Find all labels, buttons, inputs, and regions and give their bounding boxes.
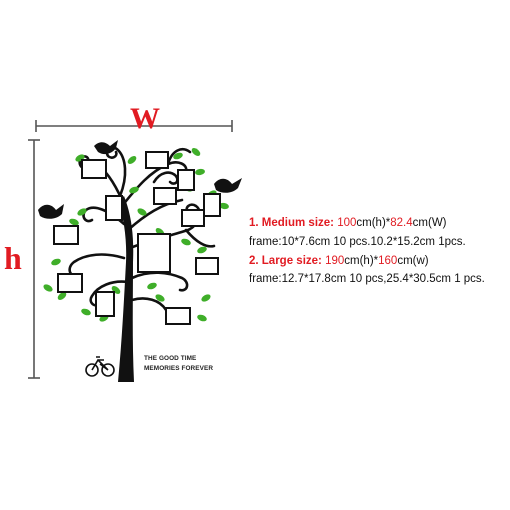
photo-frame-icon — [177, 169, 195, 191]
large-frame-list: frame:12.7*17.8cm 10 pcs,25.4*30.5cm 1 p… — [249, 273, 485, 285]
slogan-line-1: THE GOOD TIME — [144, 355, 197, 362]
medium-width-value: 82.4 — [390, 217, 413, 229]
width-label: W — [130, 102, 160, 135]
photo-frame-icon — [203, 193, 221, 217]
photo-frame-icon — [137, 233, 171, 273]
photo-frame-icon — [145, 151, 169, 169]
large-size-label: 2. Large size: — [249, 255, 322, 267]
bicycle-icon — [85, 356, 115, 377]
bird-icon — [214, 178, 242, 193]
large-height-unit: cm(h)* — [344, 255, 379, 267]
medium-size-label: 1. Medium size: — [249, 217, 334, 229]
photo-frame-icon — [57, 273, 83, 293]
medium-width-unit: cm(W) — [412, 217, 447, 229]
medium-height-unit: cm(h)* — [356, 217, 391, 229]
medium-frame-list: frame:10*7.6cm 10 pcs.10.2*15.2cm 1pcs. — [249, 236, 466, 248]
photo-frames — [53, 151, 221, 325]
photo-frame-icon — [195, 257, 219, 275]
bird-icon — [38, 204, 64, 219]
photo-frame-icon — [53, 225, 79, 245]
photo-frame-icon — [153, 187, 177, 205]
photo-frame-icon — [181, 209, 205, 227]
bird-icon — [94, 140, 118, 155]
medium-size-spec: 1. Medium size: 100cm(h)*82.4cm(W) — [249, 216, 447, 230]
tree-trunk — [118, 196, 134, 382]
photo-frame-icon — [81, 159, 107, 179]
width-dimension-line — [35, 120, 233, 132]
photo-frame-icon — [165, 307, 191, 325]
height-dimension-line — [28, 139, 40, 379]
large-width-unit: cm(w) — [397, 255, 429, 267]
medium-height-value: 100 — [337, 217, 357, 229]
slogan-line-2: MEMORIES FOREVER — [144, 365, 214, 372]
photo-frame-icon — [105, 195, 123, 221]
large-height-value: 190 — [325, 255, 345, 267]
height-label: h — [4, 240, 22, 276]
large-width-value: 160 — [378, 255, 398, 267]
large-size-spec: 2. Large size: 190cm(h)*160cm(w) — [249, 254, 429, 268]
photo-frame-icon — [95, 291, 115, 317]
